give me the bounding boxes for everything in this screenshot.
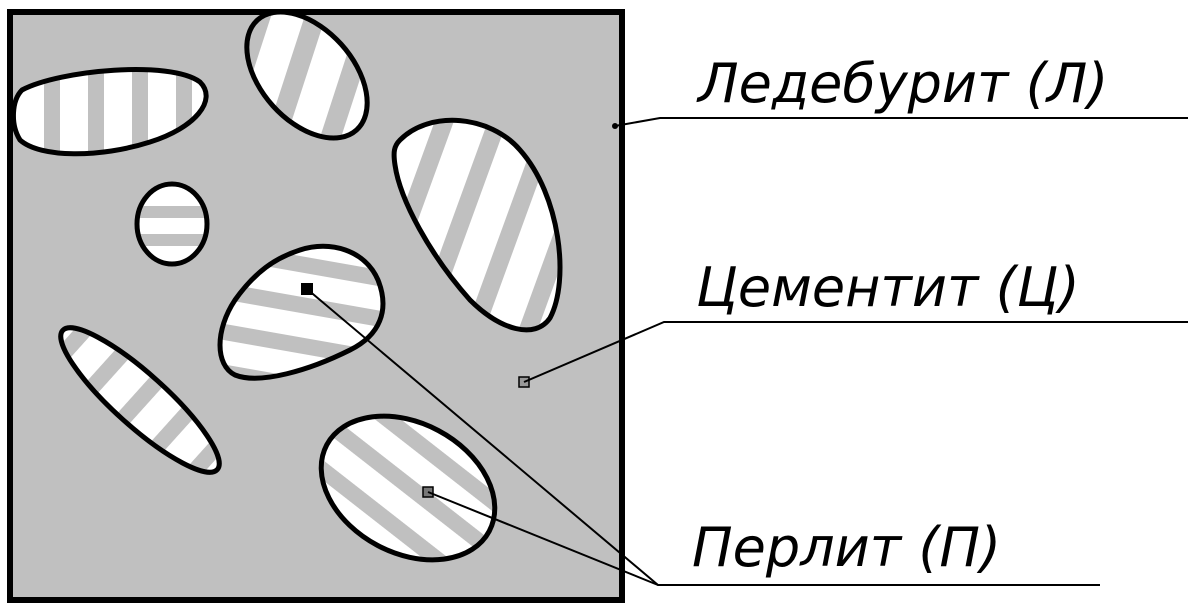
pearlite-grain	[58, 325, 222, 475]
pearlite-grain	[11, 67, 209, 157]
pearlite-grain	[217, 243, 386, 381]
pearlite-grain	[391, 117, 563, 333]
pearlite-grain	[318, 413, 498, 563]
cementite-leader-line	[523, 321, 1188, 383]
pearlite-leader-line	[427, 491, 659, 586]
ledeburite-leader-line	[614, 117, 1188, 127]
cementite-label: Цементит (Ц)	[696, 256, 1080, 319]
pearlite-grain	[244, 9, 370, 141]
pearlite-grain	[134, 181, 210, 267]
ledeburite-label: Ледебурит (Л)	[696, 52, 1108, 115]
pearlite-label: Перлит (П)	[692, 516, 1001, 579]
